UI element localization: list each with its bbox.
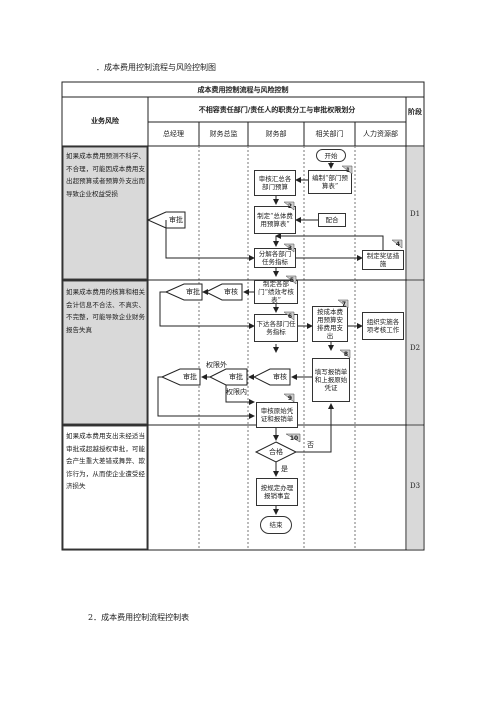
stage-d3: D3	[409, 482, 421, 490]
cfo-approve-expense: 审批	[229, 373, 243, 381]
step-issue-targets: 下达各部门任务指标	[254, 314, 298, 342]
step-review-budget: 审核汇总各部门预算	[254, 170, 296, 196]
svg-text:1: 1	[346, 167, 350, 174]
col-general-manager: 总经理	[163, 130, 184, 138]
svg-text:10: 10	[290, 435, 298, 442]
badge-9: 9	[283, 393, 295, 403]
svg-text:7: 7	[342, 301, 346, 308]
stage-d1: D1	[409, 210, 421, 218]
label-within-authority: 权限内	[226, 388, 247, 396]
cfo-review-d2: 审核	[224, 288, 238, 296]
col-finance-dept: 财务部	[265, 130, 287, 138]
step-process-reimbursement: 按规定办理报销事宜	[256, 478, 298, 506]
document-heading: ．成本费用控制流程与风险控制图	[96, 63, 216, 72]
document-footer-heading: 2．成本费用控制流程控制表	[88, 613, 190, 622]
col-hr-dept: 人力资源部	[363, 130, 398, 138]
step-dept-budget: 编制“部门预算表”	[308, 170, 352, 194]
step-review-vouchers: 审核原始凭证和报销单	[256, 402, 298, 428]
step-decompose-targets: 分解各部门任务指标	[254, 248, 296, 268]
decision-qualified: 合格	[269, 448, 283, 456]
svg-text:2: 2	[288, 203, 292, 210]
badge-10: 10	[285, 433, 301, 443]
badge-2: 2	[283, 201, 295, 211]
stage-header: 阶段	[408, 108, 422, 116]
badge-6: 6	[283, 311, 295, 321]
svg-text:4: 4	[396, 241, 400, 248]
start-node: 开始	[316, 149, 346, 162]
step-fill-reimbursement: 填写报销单和上报原始凭证	[312, 358, 350, 402]
badge-8: 8	[339, 349, 351, 359]
table-title: 成本费用控制流程与风险控制	[197, 86, 289, 94]
step-expense-spending: 按成本费用预算安排费用支出	[312, 306, 348, 342]
step-organize-assessment: 组织实施各项考核工作	[362, 312, 404, 340]
risk-text-d3: 如果成本费用支出未经适当审批或超越授权审批，可能会产生重大差错或舞弊、欺诈行为，…	[66, 432, 145, 490]
svg-text:9: 9	[288, 395, 292, 402]
gm-approve-d2: 审批	[186, 288, 200, 296]
label-no: 否	[307, 441, 314, 449]
stage-d2: D2	[409, 344, 421, 352]
badge-1: 1	[341, 165, 353, 175]
risk-header: 业务风险	[91, 117, 119, 125]
svg-text:5: 5	[290, 277, 294, 284]
gm-approve-d1: 审批	[169, 216, 183, 224]
label-out-of-authority: 权限外	[206, 361, 227, 369]
step-cooperate: 配合	[318, 213, 346, 227]
label-yes: 是	[281, 465, 288, 473]
step-kpi-form: 制定各部门“绩效考核表”	[254, 280, 298, 304]
col-related-dept: 相关部门	[315, 130, 344, 138]
risk-text-d2: 如果成本费用的核算和相关会计信息不合法、不真实、不完整，可能导致企业财务报告失真	[66, 288, 145, 334]
step-overall-budget: 制定“总体费用预算表”	[254, 206, 296, 234]
badge-5: 5	[285, 275, 297, 285]
svg-text:6: 6	[288, 313, 292, 320]
finance-review-expense: 审核	[273, 373, 287, 381]
gm-approve-expense: 审批	[183, 373, 197, 381]
badge-7: 7	[337, 299, 349, 309]
risk-text-d1: 如果成本费用预测不科学、不合理，可能因成本费用支出超预算或者预算外支出而导致企业…	[66, 152, 145, 198]
svg-text:8: 8	[344, 351, 348, 358]
svg-text:3: 3	[288, 245, 292, 252]
end-node: 结束	[260, 516, 292, 534]
step-reward-measures: 制定奖惩措施	[362, 250, 404, 270]
col-cfo: 财务总监	[209, 130, 238, 138]
dept-header: 不相容责任部门/责任人的职责分工与审批权限划分	[198, 106, 356, 114]
badge-4: 4	[391, 239, 403, 249]
badge-3: 3	[283, 243, 295, 253]
